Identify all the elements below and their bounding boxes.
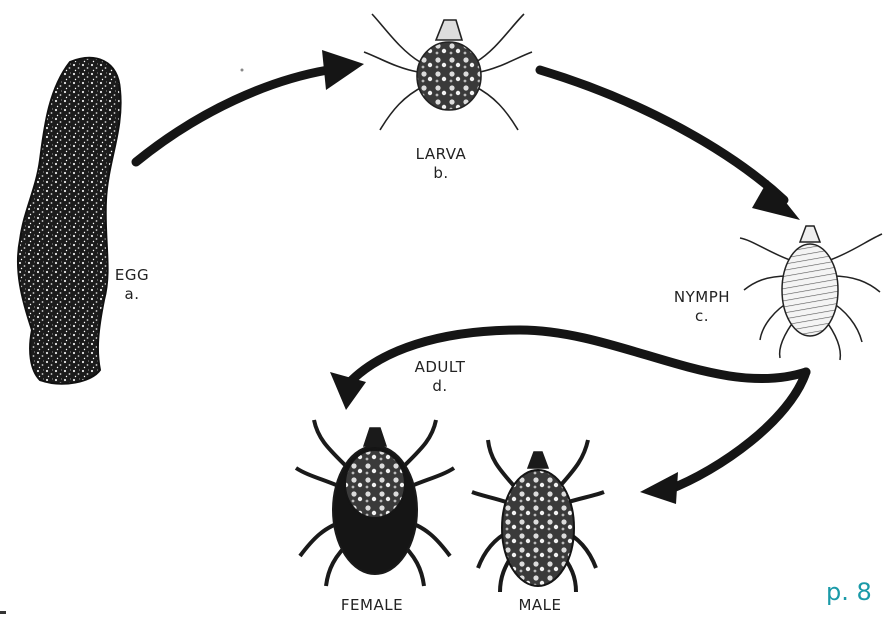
adult-label: ADULT d. <box>400 358 480 396</box>
arrow-egg-to-larva <box>136 50 364 162</box>
nymph-label: NYMPH c. <box>660 288 744 326</box>
male-name: MALE <box>500 596 580 615</box>
nymph-name: NYMPH <box>660 288 744 307</box>
egg-name: EGG <box>112 266 152 285</box>
adult-letter: d. <box>400 377 480 396</box>
nymph-letter: c. <box>660 307 744 326</box>
egg-letter: a. <box>112 285 152 304</box>
larva-name: LARVA <box>396 145 486 164</box>
male-label: MALE <box>500 596 580 615</box>
corner-mark <box>0 611 6 614</box>
arrow-larva-to-nymph <box>540 70 800 220</box>
female-tick-illustration <box>296 420 454 586</box>
page-number: p. 8 <box>826 578 872 606</box>
female-name: FEMALE <box>322 596 422 615</box>
egg-label: EGG a. <box>112 266 152 304</box>
larva-illustration <box>364 14 532 130</box>
larva-letter: b. <box>396 164 486 183</box>
female-label: FEMALE <box>322 596 422 615</box>
adult-name: ADULT <box>400 358 480 377</box>
stray-dot <box>241 69 244 72</box>
nymph-illustration <box>740 226 882 360</box>
egg-illustration <box>18 58 121 384</box>
larva-label: LARVA b. <box>396 145 486 183</box>
male-tick-illustration <box>472 440 604 592</box>
